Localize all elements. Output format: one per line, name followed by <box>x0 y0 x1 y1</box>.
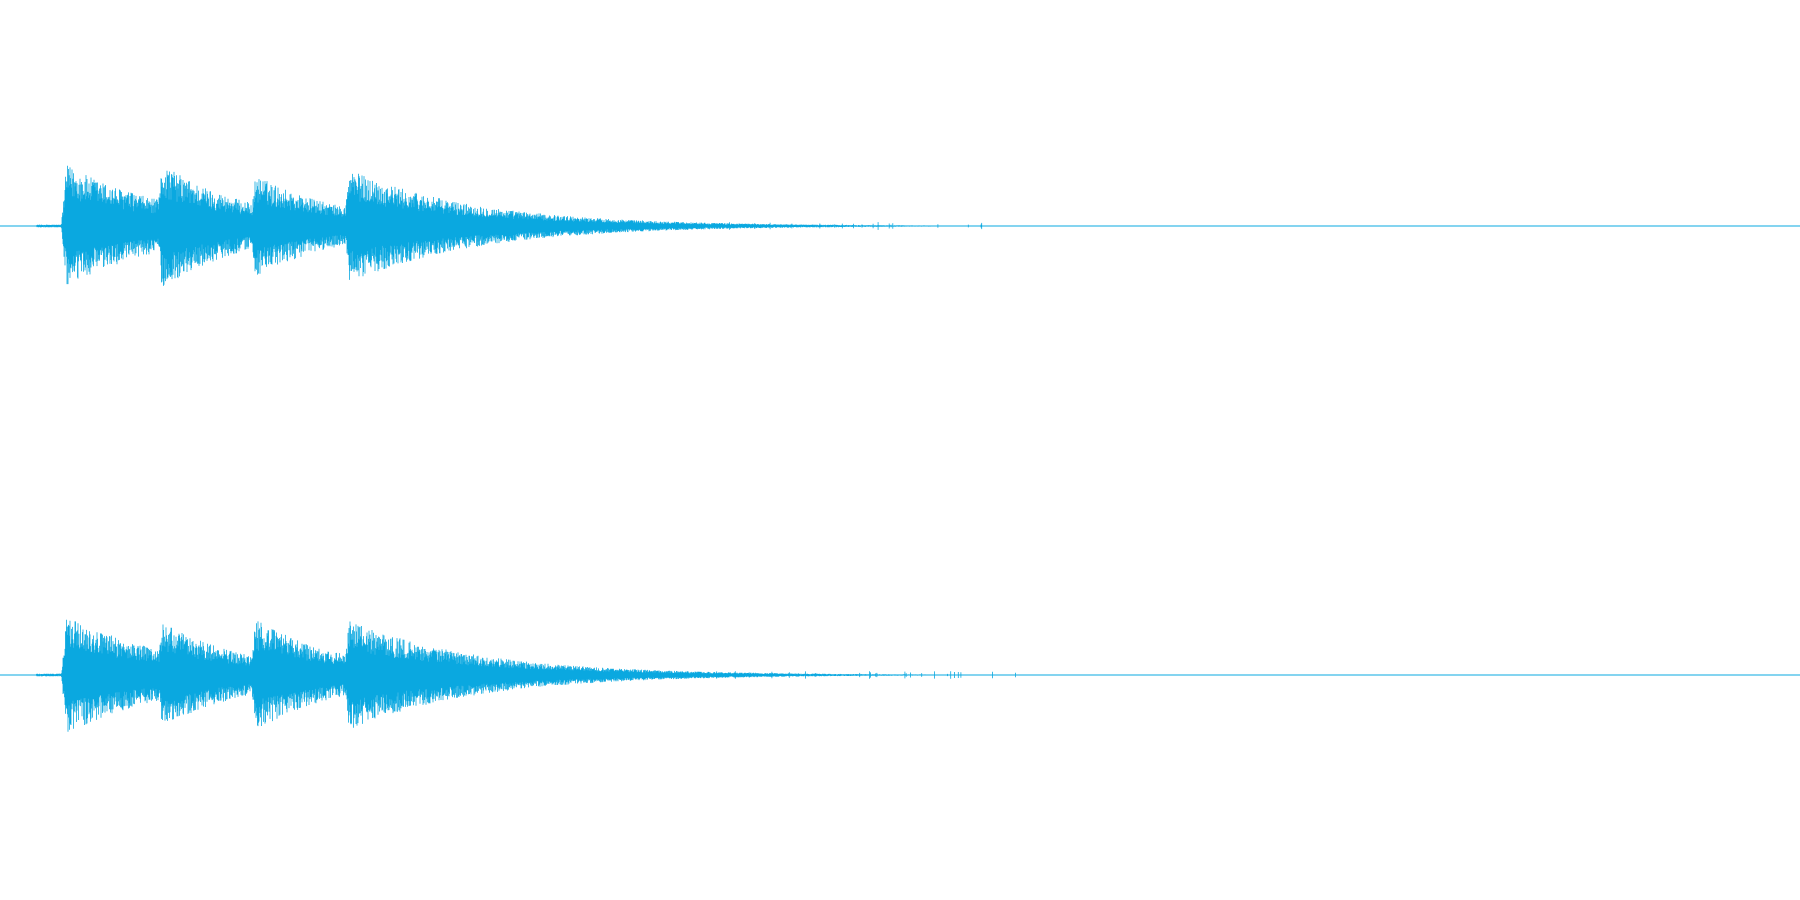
waveform-signal <box>36 165 1107 286</box>
waveform-signal <box>36 619 1102 732</box>
waveform-channel-1-plot <box>0 165 1800 286</box>
waveform-channel-2 <box>0 525 1800 825</box>
waveform-channel-1 <box>0 76 1800 376</box>
waveform-channel-2-plot <box>0 619 1800 732</box>
